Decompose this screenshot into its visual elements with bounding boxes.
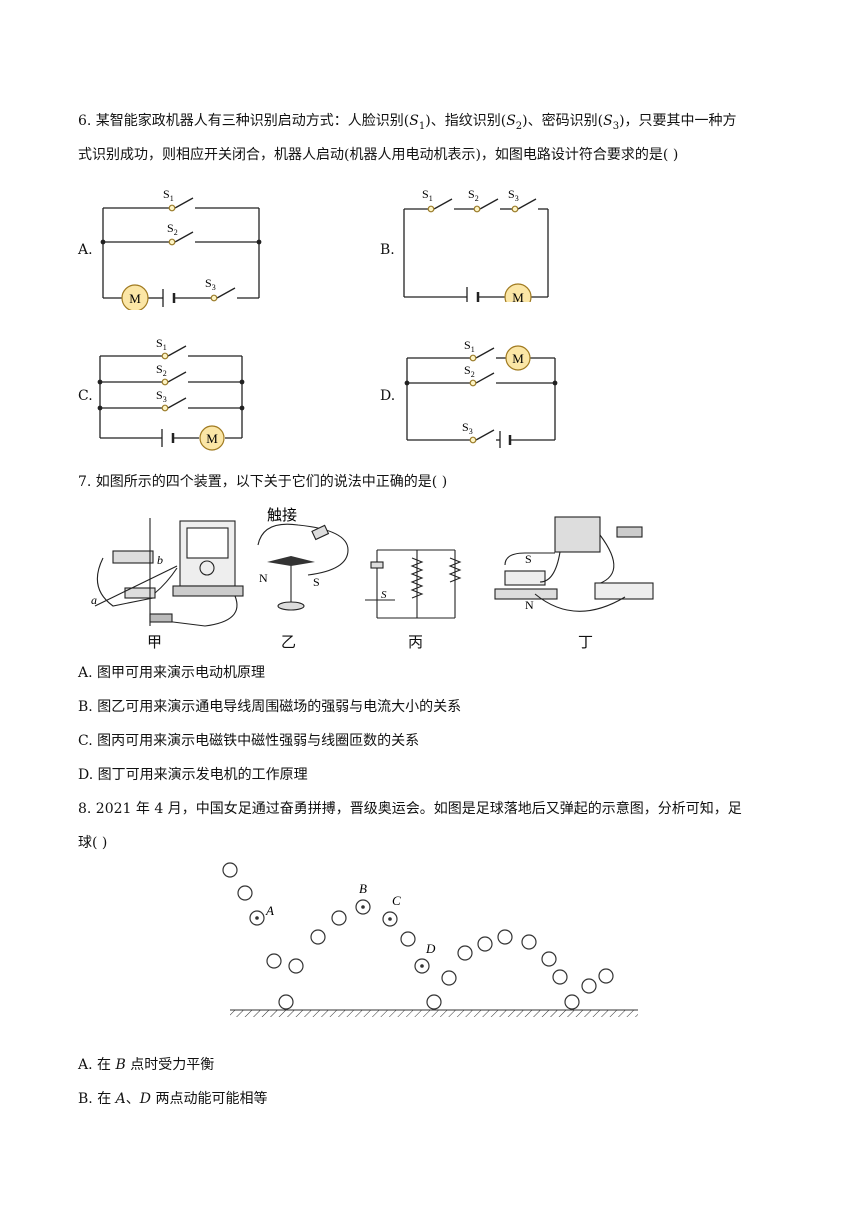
q8-stem-line1: 8. 2021 年 4 月，中国女足通过奋勇拼搏，晋级奥运会。如图是足球落地后又…	[78, 801, 742, 817]
figure-ding: S N	[494, 516, 654, 612]
figure-yi: 触接 N S	[257, 506, 349, 611]
point-label-d: D	[425, 941, 436, 956]
caption-jia: 甲	[147, 633, 163, 651]
switch-label-s2: S2	[167, 221, 178, 237]
q7-option-d: D. 图丁可用来演示发电机的工作原理	[78, 767, 308, 783]
label-b: b	[157, 553, 163, 567]
switch-label-s2: S2	[156, 362, 167, 378]
label-n: N	[259, 571, 268, 585]
circuit-diagram-d: M S1 S2 S3	[404, 338, 558, 448]
q8-point: A	[115, 1091, 126, 1107]
switch-label-s2: S2	[468, 187, 479, 203]
q8-option-b: B. 在 A、D 两点动能可能相等	[78, 1089, 267, 1109]
q7-option-c: C. 图丙可用来演示电磁铁中磁性强弱与线圈匝数的关系	[78, 733, 420, 749]
q7-option-a: A. 图甲可用来演示电动机原理	[78, 665, 266, 681]
q8-point: D	[139, 1091, 151, 1107]
ball-bounce-figure: A B C D	[222, 862, 638, 1017]
point-label-a: A	[265, 903, 274, 918]
switch-label-s1: S1	[156, 336, 167, 352]
motor-label: M	[512, 290, 524, 302]
label-s: S	[525, 552, 532, 566]
q6-stem-line1: 6. 某智能家政机器人有三种识别启动方式：人脸识别(S1)、指纹识别(S2)、密…	[78, 113, 737, 132]
q8-point: B	[115, 1057, 126, 1073]
figure-bing: S	[365, 549, 462, 619]
q6-text: )、指纹识别(	[425, 113, 507, 129]
q6-option-b-label: B.	[380, 242, 395, 258]
touch-label: 触接	[267, 506, 297, 524]
q6-text: )、密码识别(	[522, 113, 604, 129]
q7-option-b: B. 图乙可用来演示通电导线周围磁场的强弱与电流大小的关系	[78, 699, 462, 715]
q6-option-d-label: D.	[380, 388, 396, 404]
switch-label-s2: S2	[464, 363, 475, 379]
point-label-b: B	[359, 881, 367, 896]
switch-label-s1: S1	[422, 187, 433, 203]
q7-stem: 7. 如图所示的四个装置，以下关于它们的说法中正确的是( )	[78, 474, 448, 490]
motor-label: M	[512, 351, 524, 366]
caption-bing: 丙	[408, 633, 424, 651]
q8-stem-line2: 球( )	[78, 835, 108, 851]
q8-text: 两点动能可能相等	[151, 1091, 268, 1107]
q8-text: B. 在	[78, 1091, 116, 1107]
q6-text: )，只要其中一种方	[619, 113, 737, 129]
q6-option-c-label: C.	[78, 388, 93, 404]
q6-option-a-label: A.	[78, 242, 93, 258]
label-s: S	[381, 589, 387, 601]
motor-label: M	[206, 431, 218, 446]
switch-label-s3: S3	[508, 187, 519, 203]
motor-label: M	[129, 291, 141, 306]
point-label-c: C	[392, 893, 401, 908]
caption-yi: 乙	[281, 633, 297, 651]
caption-ding: 丁	[578, 633, 594, 651]
label-s: S	[313, 575, 320, 589]
switch-label-s1: S1	[464, 338, 475, 354]
q8-text: A. 在	[78, 1057, 116, 1073]
switch-label-s1: S1	[163, 187, 174, 203]
switch-label-s3: S3	[156, 388, 167, 404]
circuit-diagram-c: M S1 S2 S3	[97, 336, 245, 451]
q6-stem-line2: 式识别成功，则相应开关闭合，机器人启动(机器人用电动机表示)，如图电路设计符合要…	[78, 147, 679, 163]
label-a: a	[91, 593, 97, 607]
switch-label-s3: S3	[205, 276, 216, 292]
q6-text: 6. 某智能家政机器人有三种识别启动方式：人脸识别(	[78, 113, 410, 129]
label-n: N	[525, 598, 534, 612]
q8-text: 点时受力平衡	[125, 1057, 215, 1073]
switch-label-s3: S3	[462, 420, 473, 436]
circuit-diagram-a: M S1 S2 S3	[100, 187, 262, 310]
figure-jia: a b	[91, 518, 244, 627]
q8-text: 、	[125, 1091, 140, 1107]
circuit-diagram-b: M S1 S2 S3	[403, 187, 549, 302]
q8-option-a: A. 在 B 点时受力平衡	[78, 1055, 214, 1075]
